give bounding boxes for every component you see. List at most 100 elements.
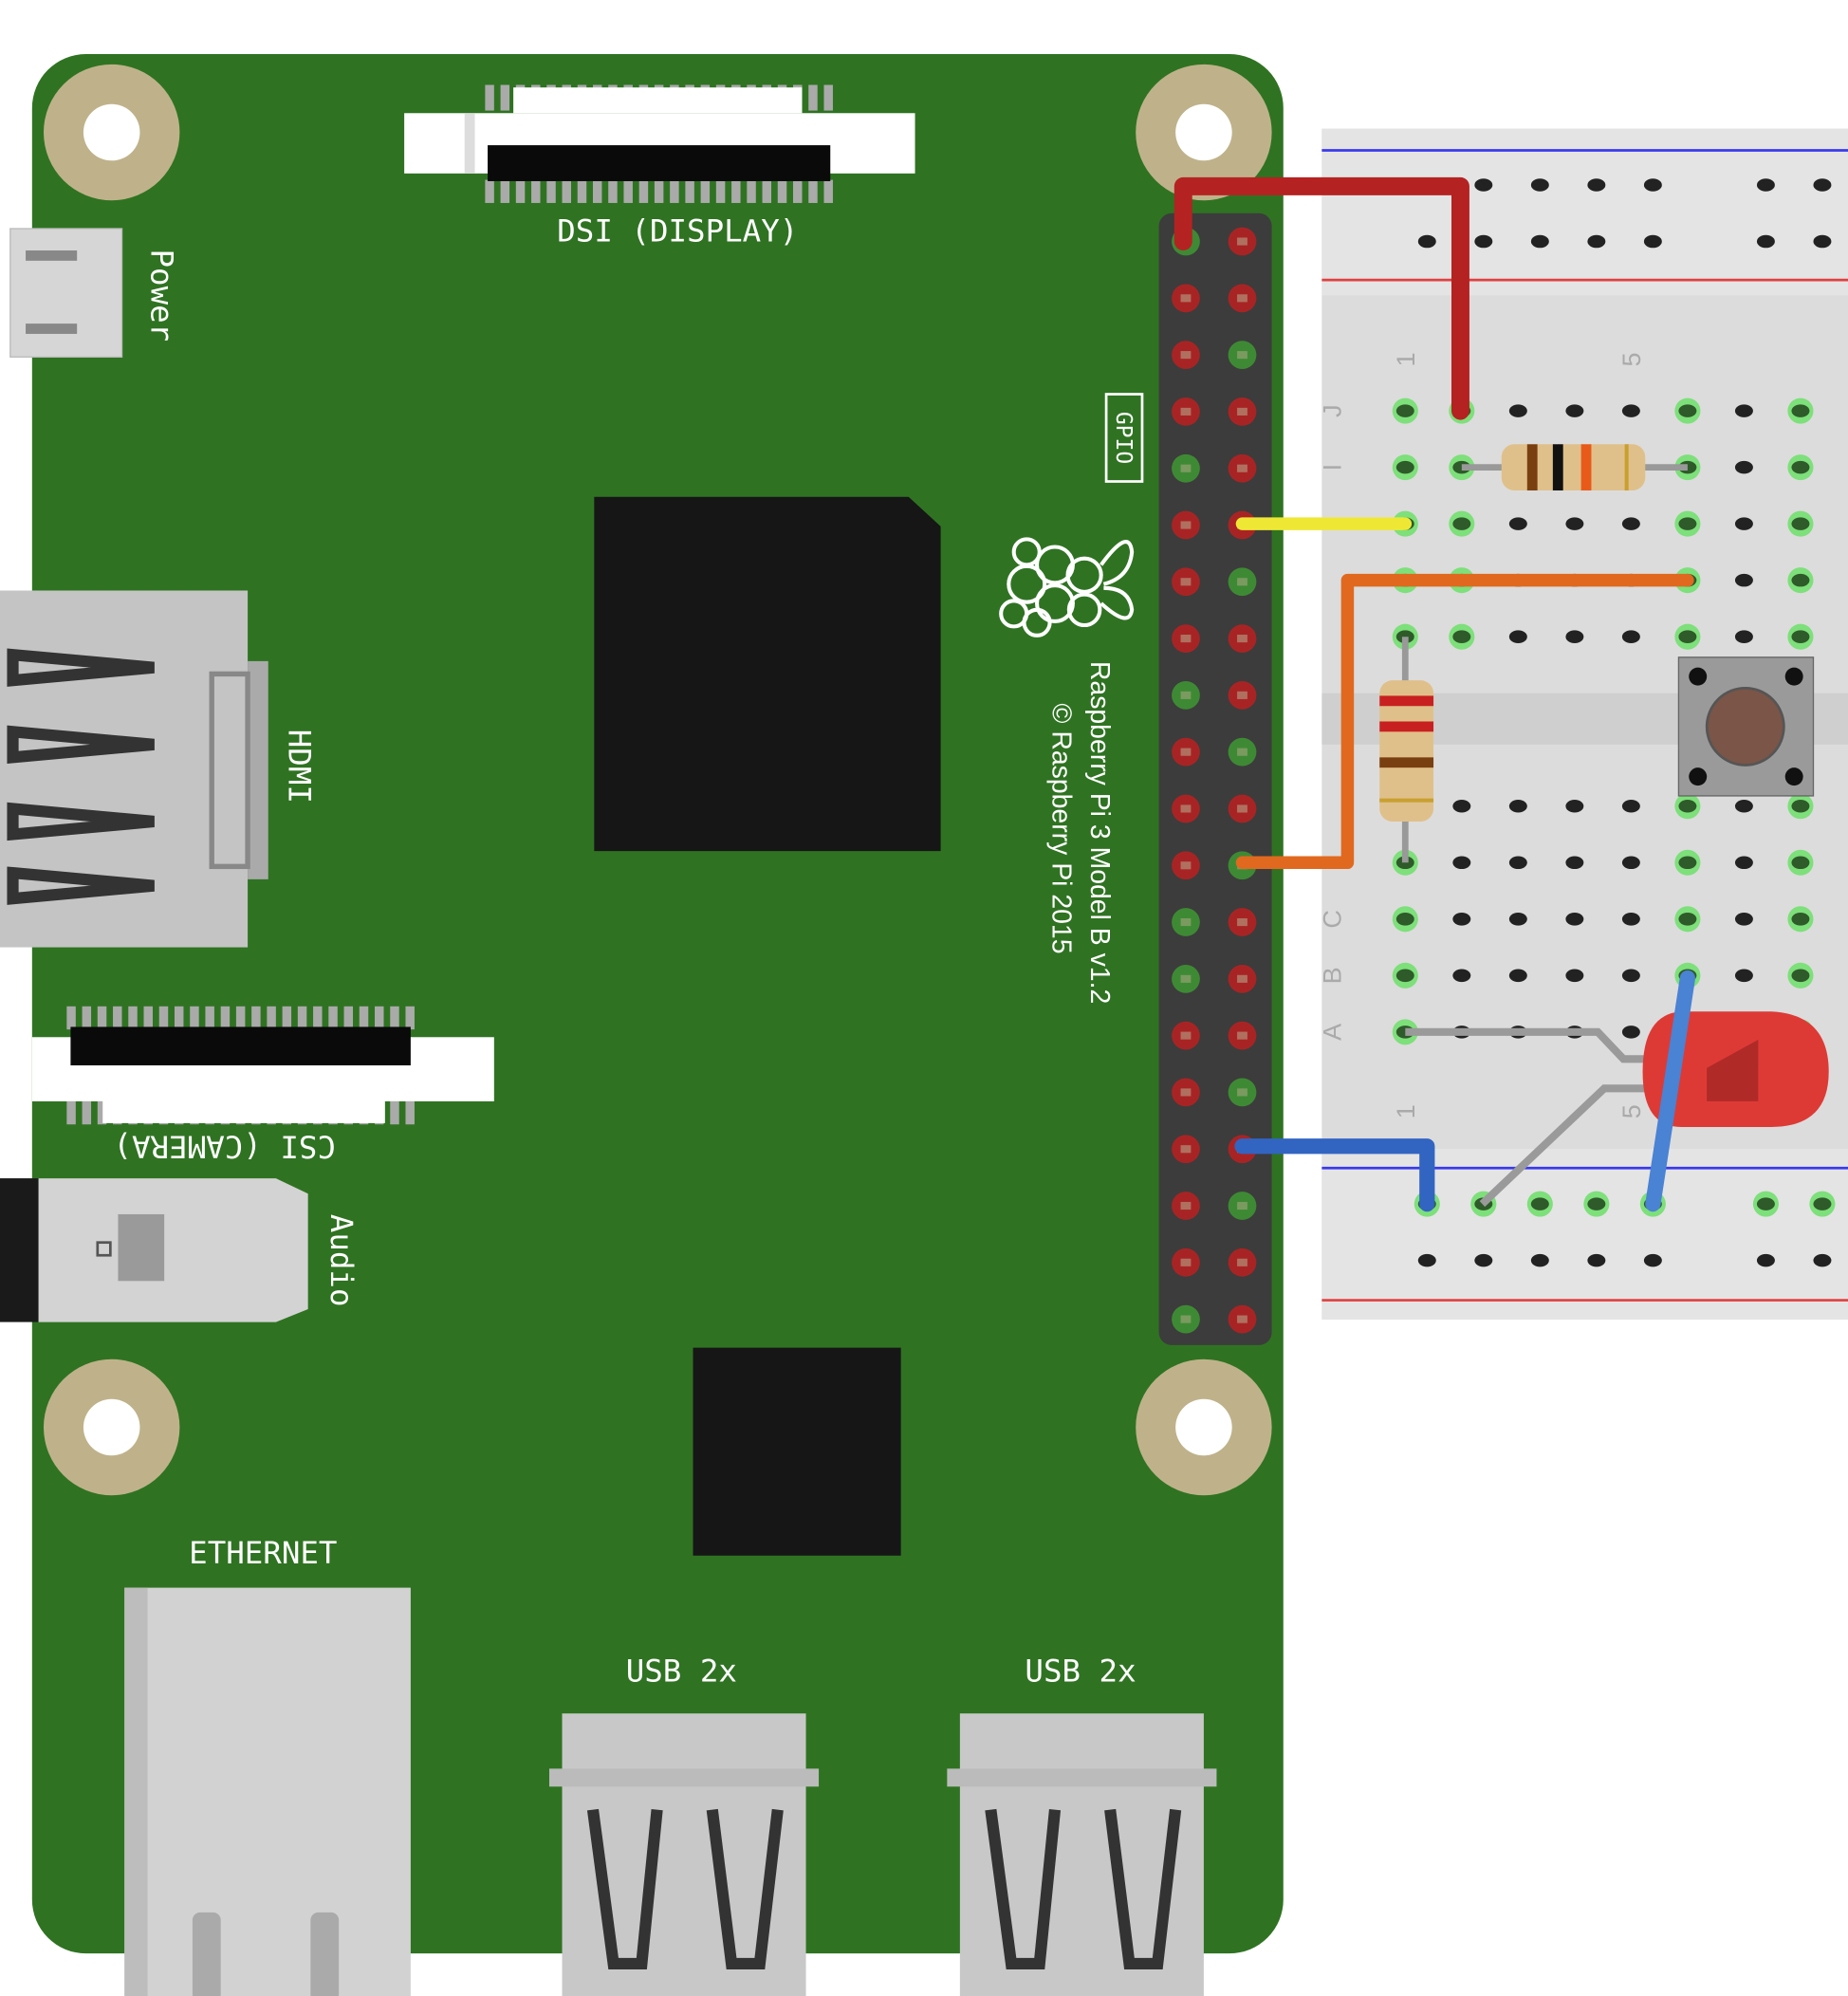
gpio-pin-core: [1237, 974, 1247, 983]
gpio-pin-core: [1237, 1031, 1247, 1040]
gpio-pin-core: [1180, 635, 1192, 643]
breadboard-hole: [1565, 913, 1584, 926]
breadboard-hole: [1565, 517, 1584, 530]
connector-pin: [670, 179, 679, 203]
gpio-pin-core: [1180, 351, 1192, 360]
gpio-pin-core: [1237, 294, 1247, 303]
gpio-pin-core: [1237, 1258, 1247, 1266]
breadboard-hole: [1678, 404, 1697, 417]
connector-pin: [328, 1006, 338, 1030]
connector-pin: [390, 1100, 399, 1125]
breadboard-hole: [1678, 630, 1697, 643]
rail-hole: [1813, 1197, 1832, 1211]
gpio-pin-core: [1180, 464, 1192, 472]
connector-pin: [66, 1100, 76, 1125]
breadboard-hole: [1565, 630, 1584, 643]
row-label-i: I: [1319, 464, 1347, 471]
connector-pin: [685, 179, 694, 203]
audio-label: Audio: [323, 1214, 360, 1307]
connector-pin: [405, 1006, 415, 1030]
breadboard-hole: [1678, 799, 1697, 813]
soc-chip: [594, 496, 941, 852]
breadboard-hole: [1791, 856, 1810, 870]
breadboard-hole: [1734, 856, 1753, 870]
breadboard-hole: [1395, 969, 1414, 983]
breadboard-hole: [1395, 913, 1414, 926]
breadboard-hole: [1508, 404, 1527, 417]
row-label-a: A: [1319, 1024, 1347, 1041]
power-label: Power: [144, 250, 180, 342]
push-button[interactable]: [1677, 656, 1815, 797]
gpio-label-box: [1104, 393, 1144, 483]
breadboard-hole: [1508, 630, 1527, 643]
breadboard-hole: [1791, 517, 1810, 530]
breadboard-hole: [1734, 573, 1753, 587]
gpio-pin-core: [1180, 578, 1192, 586]
connector-pin: [97, 1100, 107, 1125]
connector-pin: [577, 179, 587, 203]
breadboard-hole: [1621, 1026, 1640, 1039]
connector-pin: [592, 179, 602, 203]
breadboard-hole: [1791, 460, 1810, 474]
breadboard-hole: [1508, 856, 1527, 870]
gpio-pin-core: [1180, 521, 1192, 529]
connector-pin: [405, 1100, 415, 1125]
breadboard-hole: [1452, 630, 1471, 643]
gpio-pin-core: [1180, 1258, 1192, 1266]
gpio-pin-core: [1180, 1145, 1192, 1154]
rail-hole: [1530, 178, 1549, 192]
ethernet-label: ETHERNET: [189, 1535, 337, 1571]
rail-hole: [1756, 178, 1775, 192]
wires: [1173, 176, 1696, 1212]
breadboard-hole: [1791, 969, 1810, 983]
gpio-pin-core: [1237, 407, 1247, 416]
gpio-pin-core: [1237, 578, 1247, 586]
breadboard-hole: [1678, 856, 1697, 870]
connector-pin: [97, 1006, 107, 1030]
red-led: [1405, 1011, 1829, 1208]
connector-pin: [808, 179, 818, 203]
connector-pin: [777, 179, 787, 203]
button-wire: [1235, 573, 1694, 870]
breadboard-hole: [1734, 517, 1753, 530]
gpio-pin-core: [1180, 1088, 1192, 1097]
board-model-text: Raspberry Pi 3 Model B v1.2: [1084, 661, 1115, 1004]
gpio-pin-core: [1237, 1201, 1247, 1211]
gpio-pin-core: [1180, 691, 1192, 699]
board-copyright-text: © Raspberry Pi 2015: [1045, 704, 1076, 954]
csi-label: CSI (CAMERA): [114, 1128, 336, 1164]
connector-pin: [715, 179, 726, 203]
connector-pin: [546, 179, 556, 203]
breadboard-hole: [1565, 799, 1584, 813]
gpio-pin-core: [1237, 1315, 1247, 1323]
connector-pin: [220, 1006, 231, 1030]
connector-pin: [251, 1006, 261, 1030]
breadboard-hole: [1734, 630, 1753, 643]
dsi-label: DSI (DISPLAY): [557, 213, 798, 250]
gpio-pin-core: [1180, 748, 1192, 756]
breadboard-hole: [1621, 856, 1640, 870]
rail-hole: [1643, 178, 1662, 192]
breadboard-hole: [1452, 913, 1471, 926]
usb-label-1: USB 2x: [626, 1653, 737, 1689]
breadboard-hole: [1565, 404, 1584, 417]
connector-pin: [282, 1006, 292, 1030]
connector-pin: [390, 1006, 399, 1030]
breadboard-hole: [1395, 404, 1414, 417]
rail-hole: [1587, 1197, 1606, 1211]
connector-pin: [174, 1006, 184, 1030]
connector-pin: [158, 1006, 169, 1030]
rail-hole: [1756, 1253, 1775, 1267]
connector-pin: [531, 179, 541, 203]
breadboard-hole: [1508, 799, 1527, 813]
connector-pin: [343, 1006, 354, 1030]
gpio-pin-core: [1237, 635, 1247, 643]
rail-hole: [1813, 234, 1832, 249]
rail-hole: [1587, 234, 1606, 249]
gpio-pin-core: [1180, 407, 1192, 416]
connector-pin: [638, 179, 649, 203]
breadboard-hole: [1395, 460, 1414, 474]
connector-pin: [235, 1006, 246, 1030]
breadboard-hole: [1565, 856, 1584, 870]
gpio-pin-core: [1237, 691, 1247, 699]
